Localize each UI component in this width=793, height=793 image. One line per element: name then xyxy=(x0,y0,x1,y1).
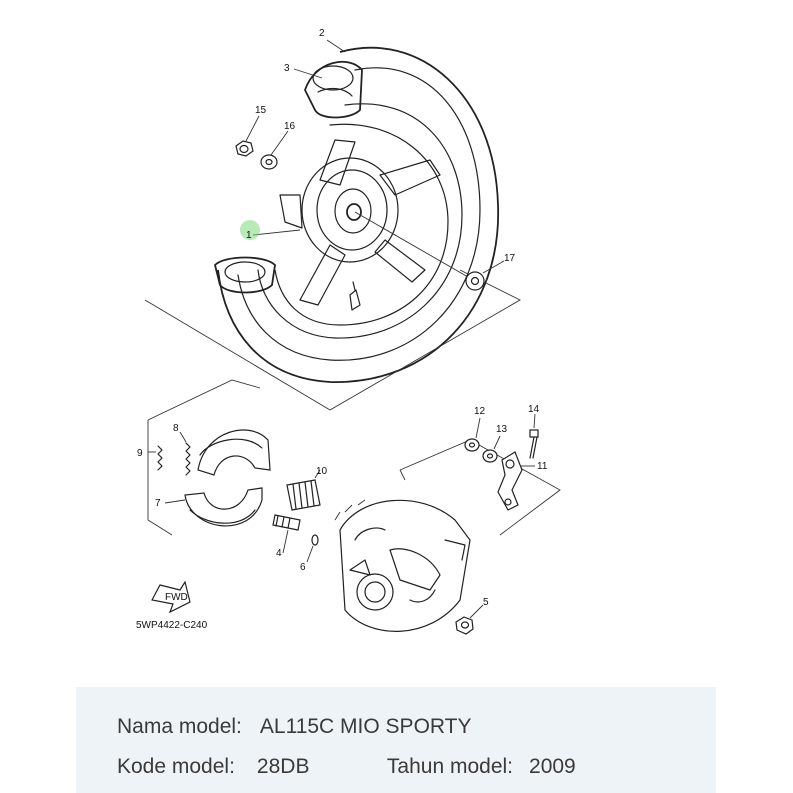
label-6: 6 xyxy=(300,562,306,573)
rear-wheel xyxy=(144,46,521,411)
label-13: 13 xyxy=(496,424,508,435)
label-3: 3 xyxy=(284,63,290,74)
part-14-bolt xyxy=(529,413,539,459)
fwd-label: FWD xyxy=(165,592,188,603)
part-6-oring xyxy=(306,534,319,563)
year-value: 2009 xyxy=(529,755,576,778)
label-15: 15 xyxy=(255,105,267,116)
part-15-nut xyxy=(235,115,260,157)
label-9: 9 xyxy=(137,448,143,459)
model-code-label: Kode model: xyxy=(117,755,235,778)
part-12-washer xyxy=(464,417,481,452)
part-labels: 1 2 3 4 5 6 7 8 9 10 11 12 13 14 15 16 1… xyxy=(137,28,548,608)
label-1: 1 xyxy=(246,230,252,241)
brake-shoes xyxy=(147,379,271,536)
model-name-row: Nama model: AL115C MIO SPORTY xyxy=(117,715,472,739)
label-5: 5 xyxy=(483,597,489,608)
exploded-parts-diagram: FWD 1 2 3 4 5 6 7 8 9 10 11 12 13 14 15 … xyxy=(136,28,561,635)
label-14: 14 xyxy=(528,404,540,415)
brake-camshaft xyxy=(286,469,321,511)
label-8: 8 xyxy=(173,423,179,434)
label-4: 4 xyxy=(276,548,282,559)
label-17: 17 xyxy=(504,253,516,264)
model-name-label: Nama model: xyxy=(117,715,242,738)
part-16-washer xyxy=(260,130,289,170)
brake-plate xyxy=(334,439,561,632)
diagram-code: 5WP4422-C240 xyxy=(136,620,208,631)
label-10: 10 xyxy=(316,466,328,477)
part-17-washer xyxy=(465,260,505,291)
model-code-row: Kode model: 28DB Tahun model: 2009 xyxy=(117,755,576,779)
label-7: 7 xyxy=(155,498,161,509)
label-2: 2 xyxy=(319,28,325,39)
year-label: Tahun model: xyxy=(386,755,514,778)
fwd-arrow-icon: FWD xyxy=(151,580,191,614)
label-11: 11 xyxy=(537,461,548,472)
model-info-panel: Nama model: AL115C MIO SPORTY Kode model:… xyxy=(76,687,716,793)
part-13-washer xyxy=(482,435,501,463)
diagram-svg: FWD 1 2 3 4 5 6 7 8 9 10 11 12 13 14 15 … xyxy=(136,28,561,635)
part-11-lever xyxy=(497,451,535,511)
part-4-pin xyxy=(272,514,301,554)
label-16: 16 xyxy=(284,121,296,132)
model-name-value: AL115C MIO SPORTY xyxy=(259,715,472,738)
highlight-marker xyxy=(240,220,260,240)
part-5-nut xyxy=(455,604,484,635)
label-12: 12 xyxy=(474,406,486,417)
model-code-value: 28DB xyxy=(256,755,310,778)
